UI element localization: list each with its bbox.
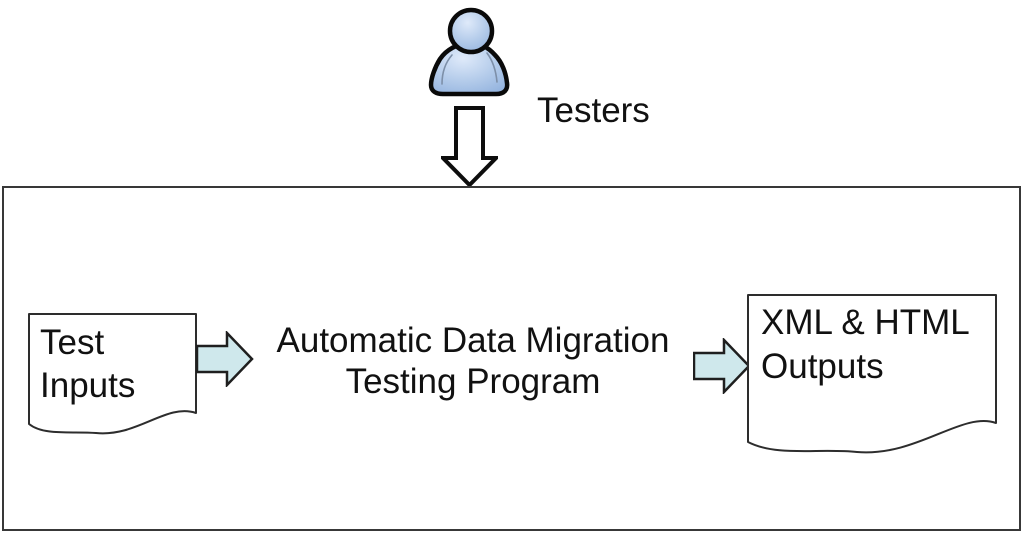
output-document-label: XML & HTML Outputs (761, 303, 970, 386)
output-document-shape (747, 294, 997, 454)
input-document-shape (28, 313, 197, 435)
testers-label: Testers (537, 91, 650, 130)
output-flow-right-arrow-icon (693, 338, 751, 394)
person-head (447, 7, 495, 55)
input-flow-right-arrow-icon (196, 331, 254, 387)
input-document-label: Test Inputs (40, 323, 136, 405)
person-left-arm-fold (441, 54, 453, 85)
person-right-arm-fold (486, 52, 498, 83)
down-arrow-icon (441, 106, 498, 188)
person-icon (428, 7, 510, 97)
process-label: Automatic Data Migration Testing Program (276, 321, 670, 401)
